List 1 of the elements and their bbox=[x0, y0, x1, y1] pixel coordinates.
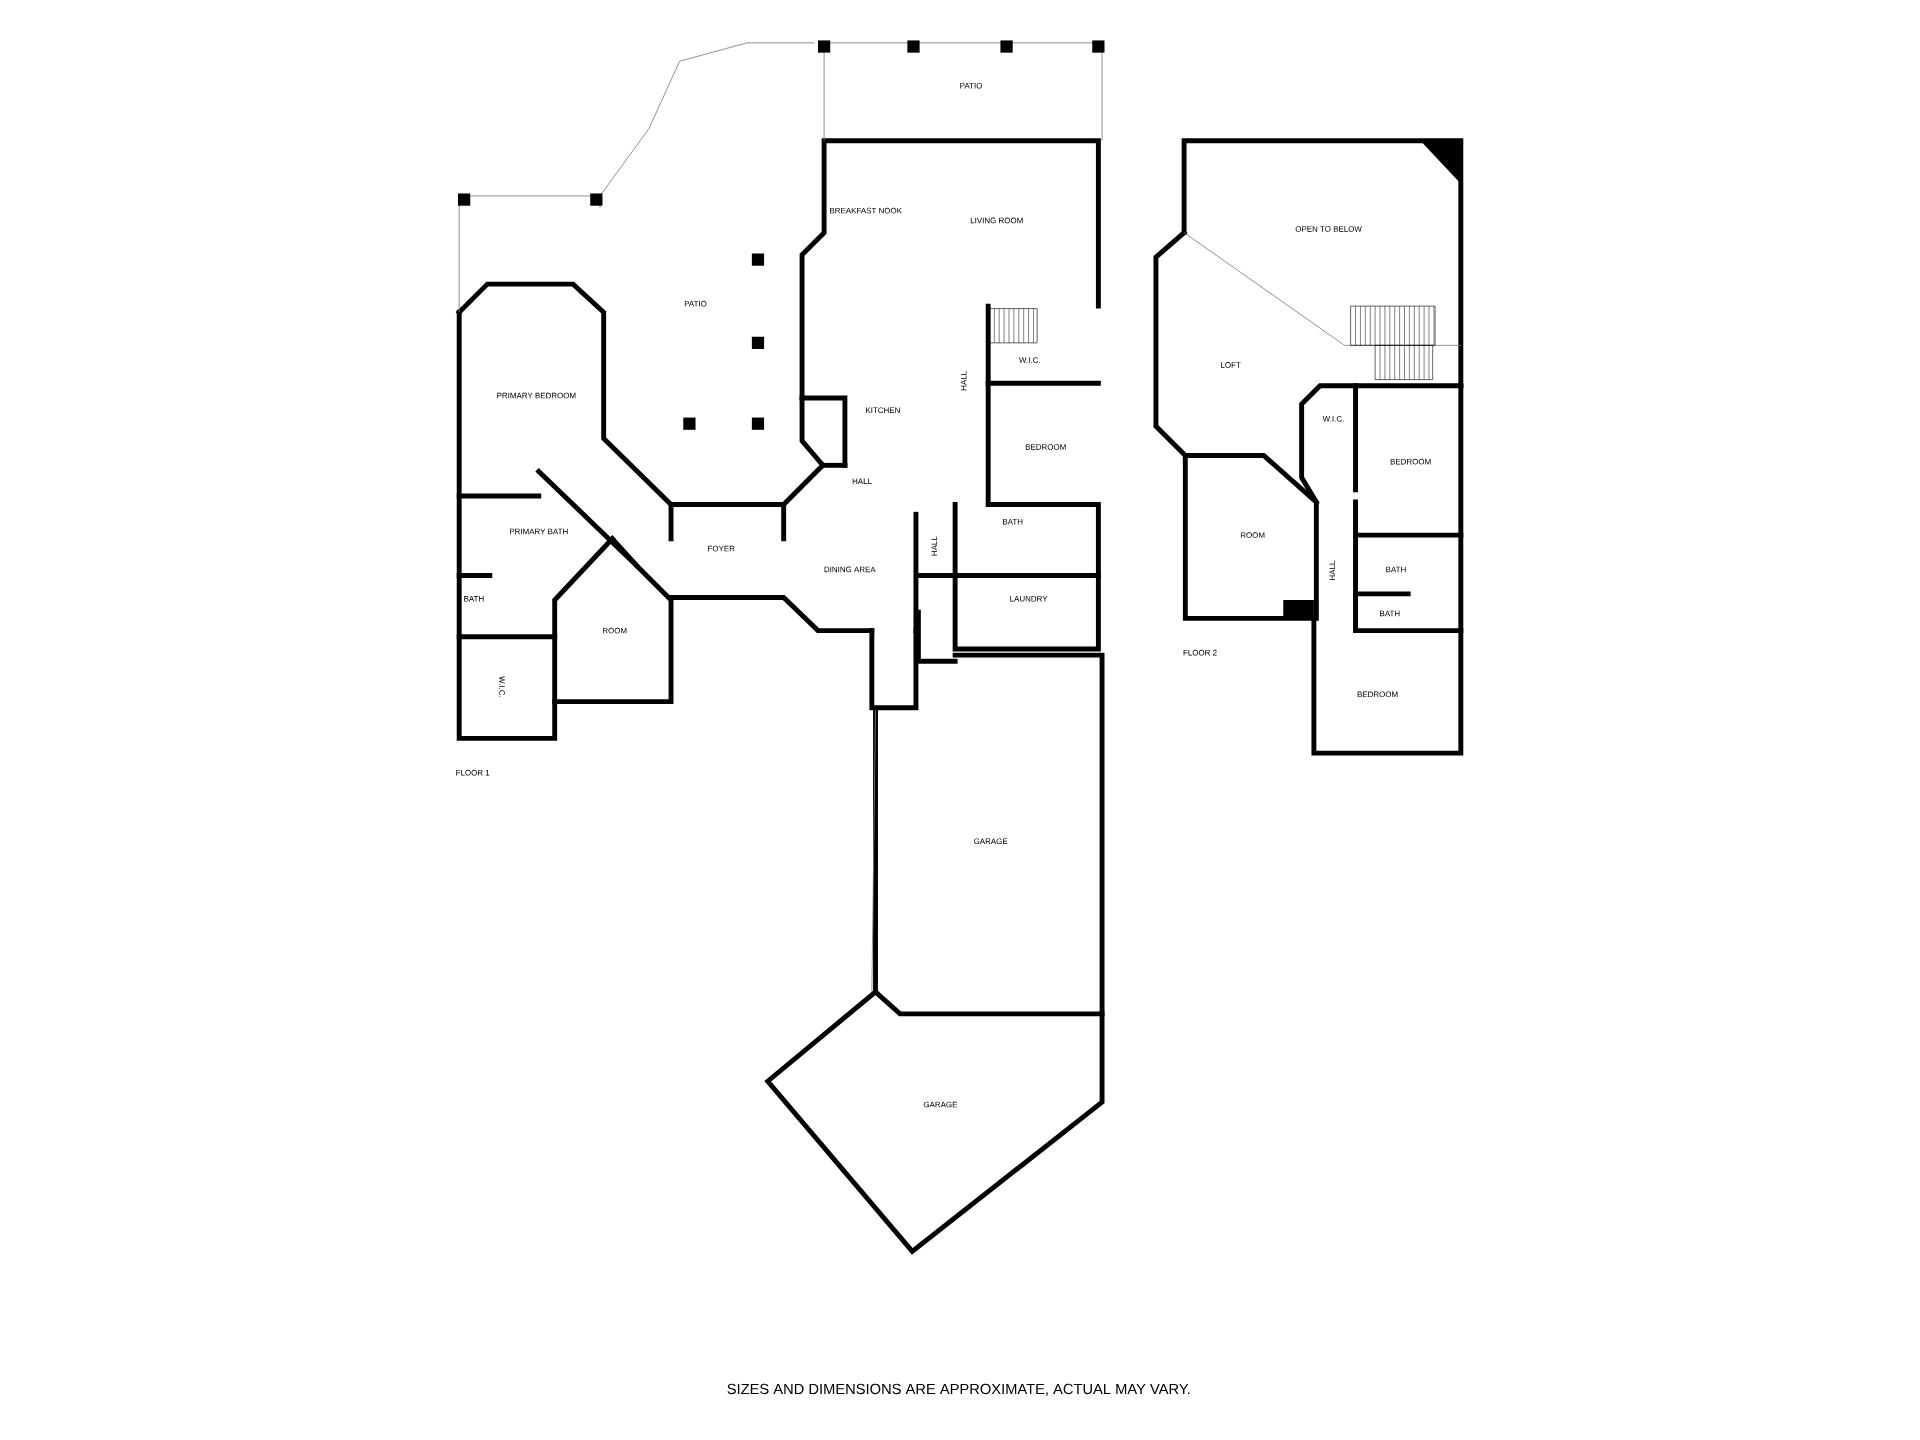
note-text: SIZES AND DIMENSIONS ARE APPROXIMATE, ACTUAL MAY VARY. bbox=[727, 1383, 1190, 1396]
